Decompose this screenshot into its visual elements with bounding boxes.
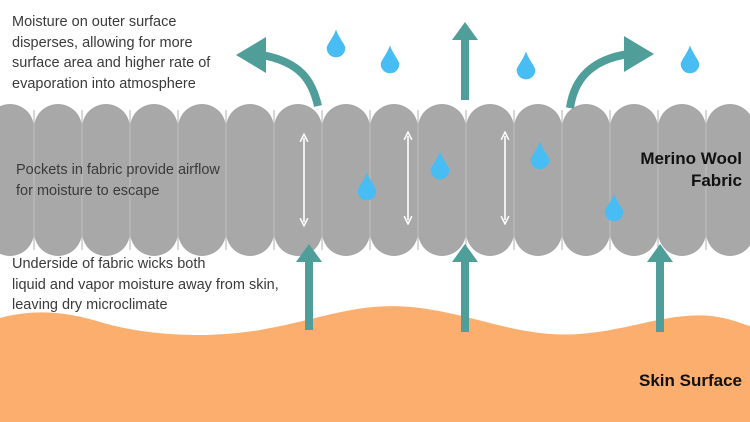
fabric-bump — [226, 208, 274, 256]
middle-note-line: Pockets in fabric provide airflow — [16, 162, 220, 178]
fabric-bump — [418, 208, 466, 256]
fabric-title-line: Merino Wool — [640, 149, 742, 168]
top-note: Moisture on outer surface disperses, all… — [12, 12, 210, 94]
fabric-bump — [658, 104, 706, 152]
fabric-bump — [418, 104, 466, 152]
up-arrow-icon — [296, 244, 322, 330]
fabric-bump — [274, 208, 322, 256]
fabric-bump — [274, 104, 322, 152]
fabric-title-line: Fabric — [690, 171, 742, 190]
bottom-note-line: leaving dry microclimate — [12, 297, 168, 313]
fabric-bump — [706, 104, 750, 152]
bottom-note: Underside of fabric wicks both liquid an… — [12, 254, 279, 316]
fabric-bump — [610, 208, 658, 256]
moisture-droplets — [326, 29, 700, 222]
fabric-bump — [178, 104, 226, 152]
up-arrow-icon — [452, 22, 478, 100]
top-note-line: surface area and higher rate of — [12, 55, 211, 71]
fabric-bump — [82, 208, 130, 256]
fabric-bump — [0, 208, 34, 256]
fabric-bump — [514, 208, 562, 256]
fabric-bump — [562, 104, 610, 152]
fabric-bump — [322, 104, 370, 152]
fabric-bump — [562, 208, 610, 256]
wicking-arrows — [296, 22, 673, 332]
top-note-line: evaporation into atmosphere — [12, 75, 196, 92]
water-droplet-icon — [326, 29, 346, 58]
bottom-note-line: Underside of fabric wicks both — [12, 256, 206, 272]
fabric-bump — [226, 104, 274, 152]
airflow-arrows — [304, 136, 505, 222]
fabric-bump — [0, 104, 34, 152]
top-note-line: Moisture on outer surface — [12, 14, 177, 30]
fabric-bump — [178, 208, 226, 256]
fabric-bump — [658, 208, 706, 256]
fabric-title: Merino Wool Fabric — [640, 148, 742, 192]
water-droplet-icon — [604, 193, 624, 222]
up-arrow-icon — [452, 244, 478, 332]
water-droplet-icon — [430, 151, 450, 180]
curved-arrow-icon — [236, 37, 322, 107]
curved-arrow-icon — [566, 36, 654, 109]
skin-title-text: Skin Surface — [639, 371, 742, 390]
fabric-bump — [130, 104, 178, 152]
water-droplet-icon — [357, 172, 377, 201]
water-droplet-icon — [530, 141, 550, 170]
fabric-bump — [466, 208, 514, 256]
fabric-bump — [466, 104, 514, 152]
fabric-bump — [34, 104, 82, 152]
water-droplet-icon — [516, 51, 536, 80]
skin-title: Skin Surface — [639, 370, 742, 392]
top-note-line: disperses, allowing for more — [12, 34, 193, 51]
evaporation-arrows — [236, 36, 654, 109]
middle-note-line: for moisture to escape — [16, 182, 160, 199]
fabric-bump — [514, 104, 562, 152]
fabric-bump — [610, 104, 658, 152]
fabric-bump — [82, 104, 130, 152]
fabric-bump — [322, 208, 370, 256]
fabric-bump — [130, 208, 178, 256]
water-droplet-icon — [380, 45, 400, 74]
skin-surface — [0, 306, 750, 422]
fabric-bump — [370, 104, 418, 152]
middle-note: Pockets in fabric provide airflow for mo… — [16, 160, 220, 201]
fabric-bump — [34, 208, 82, 256]
up-arrow-icon — [647, 244, 673, 332]
fabric-bump — [706, 208, 750, 256]
bottom-note-line: liquid and vapor moisture away from skin… — [12, 276, 279, 293]
fabric-bump — [370, 208, 418, 256]
water-droplet-icon — [680, 45, 700, 74]
